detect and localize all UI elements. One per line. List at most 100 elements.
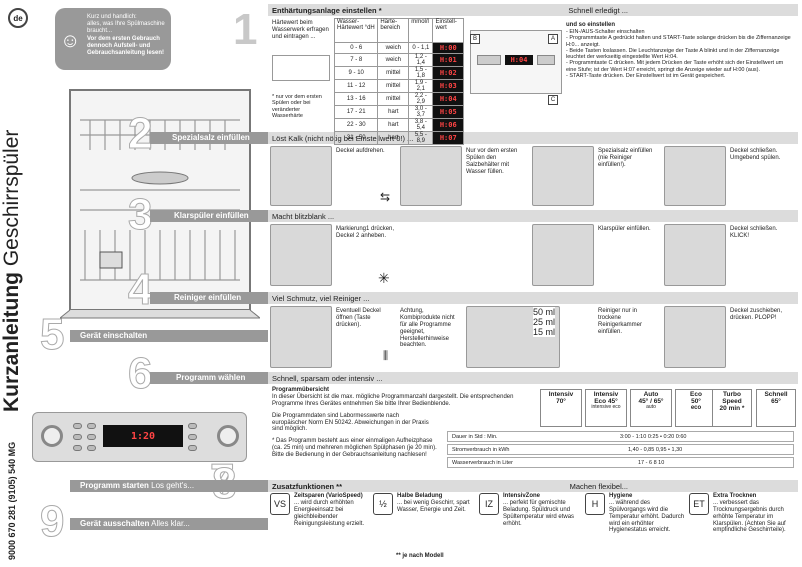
band-9: [70, 518, 268, 530]
variospeed-icon: VS: [270, 493, 290, 515]
cell: mittel: [377, 78, 410, 93]
program-button-6[interactable]: [87, 445, 96, 451]
step7-title: Programm starten: [80, 481, 149, 490]
step-number-5: 5: [39, 310, 65, 359]
hardness-header-4: Einstell-wert: [432, 18, 464, 43]
step-number-4: 4: [127, 265, 153, 314]
step9-sub: Alles klar...: [151, 519, 190, 528]
control-panel: 1:20: [32, 412, 247, 462]
step1-title: Enthärtungsanlage einstellen *: [272, 5, 382, 15]
mini-panel: H:04: [470, 30, 562, 94]
mini-display: H:04: [505, 55, 533, 65]
step-number-2: 2: [127, 109, 153, 158]
model-note: ** je nach Modell: [396, 553, 444, 559]
hardness-instructions: und so einstellen - EIN-/AUS-Schalter ei…: [566, 22, 794, 79]
label-b: B: [470, 34, 480, 44]
power-knob[interactable]: [41, 425, 63, 447]
step-number-9: 9: [39, 497, 65, 546]
step6-bar: Schnell, sparsam oder intensiv ...: [268, 372, 798, 384]
salt-cap-illustration: [270, 146, 332, 206]
salt-fill-illustration: [532, 146, 594, 206]
program-button-1[interactable]: [73, 423, 82, 429]
program-button-5[interactable]: [87, 434, 96, 440]
program-name: Schnell: [764, 391, 788, 398]
cell: 1,5 - 1,8: [408, 65, 434, 80]
cell: weich: [377, 52, 410, 67]
extra-title: Zeitsparen (VarioSpeed): [294, 493, 363, 499]
rinse-fill-illustration: [532, 224, 594, 286]
option-button-3[interactable]: [188, 445, 197, 451]
sparkle-note: * Das Programm besteht aus einer einmali…: [272, 438, 437, 459]
step5-title: Gerät einschalten: [80, 331, 148, 340]
rinse-step2: Klarspüler einfüllen.: [598, 226, 651, 232]
detergent-step3: Reiniger nur in trockene Reinigerkammer …: [598, 308, 643, 335]
step1-sub: Schnell erledigt ...: [568, 5, 628, 15]
program-name: Auto: [643, 391, 659, 398]
cell: 11 - 12: [333, 78, 379, 93]
start-knob[interactable]: [217, 425, 239, 447]
cell: 3,8 - 5,4: [408, 117, 434, 132]
cell: H:00: [432, 42, 464, 54]
panel-display: 1:20: [103, 425, 183, 447]
hardness-header-2: Härte-bereich: [377, 18, 410, 43]
band-5: [70, 330, 268, 342]
step7-sub: Los geht's...: [151, 481, 195, 490]
step3-title: Klarspüler einfüllen: [174, 211, 249, 220]
cell: H:05: [432, 104, 464, 119]
intro-line3: Vor dem ersten Gebrauch dennoch Aufstell…: [87, 35, 165, 56]
overview-text: In dieser Übersicht ist die max. möglich…: [272, 393, 514, 407]
row-label: Stromverbrauch in kWh: [452, 446, 510, 453]
cell: hart: [377, 117, 410, 132]
extra-title: Hygiene: [609, 493, 633, 499]
row-value: 3:00 - 1:10 0:25 • 0:20 0:60: [620, 433, 687, 440]
program-overview: Programmübersicht In dieser Übersicht is…: [272, 387, 536, 459]
cell: 0 - 1,1: [408, 42, 434, 54]
cell: 2,2 - 2,9: [408, 91, 434, 106]
program-temp: 65°: [771, 398, 781, 406]
step-number-6: 6: [127, 349, 153, 398]
extra-text: ... perfekt für gemischte Beladung. Spül…: [503, 499, 575, 527]
step-number-3: 3: [127, 190, 153, 239]
program-button-3[interactable]: [73, 445, 82, 451]
option-button-1[interactable]: [188, 423, 197, 429]
program-name: Intensiv: [548, 391, 574, 398]
detergent-step2: Achtung, Kombiprodukte nicht für alle Pr…: [400, 308, 455, 349]
program-button-4[interactable]: [87, 423, 96, 429]
step3-bar: Macht blitzblank ...: [268, 210, 798, 222]
how-step: - Programmtaste C drücken. Mit jedem Drü…: [566, 60, 784, 73]
row-value: 1,40 - 0,85 0,95 • 1,30: [628, 446, 683, 453]
program-temp: Eco 45°: [594, 398, 618, 406]
mini-button-group-right: [537, 55, 555, 65]
cell: H:01: [432, 52, 464, 67]
cell: H:02: [432, 65, 464, 80]
detergent-step1: Eventuell Deckel öffnen (Taste drücken).: [336, 308, 381, 328]
how-step: - Beide Tasten loslassen. Die Leuchtanze…: [566, 47, 780, 61]
mini-button-group: [477, 55, 501, 65]
row-value: 17 - 6 8 10: [638, 459, 665, 466]
label-a: A: [548, 34, 558, 44]
hardness-entry-box[interactable]: [272, 55, 330, 81]
cell: 0 - 6: [333, 42, 379, 54]
band-4: [150, 292, 268, 304]
band-2: [150, 132, 268, 144]
step-number-1: 1: [233, 5, 258, 54]
option-button-2[interactable]: [188, 434, 197, 440]
zf-title: Zusatzfunktionen **: [272, 481, 343, 491]
extra-text: ... verbessert das Trocknungsergebnis du…: [713, 499, 786, 534]
rinse-step1: Markierung1 drücken, Deckel 2 anheben.: [336, 226, 395, 239]
program-button-2[interactable]: [73, 434, 82, 440]
band-6: [150, 372, 268, 384]
